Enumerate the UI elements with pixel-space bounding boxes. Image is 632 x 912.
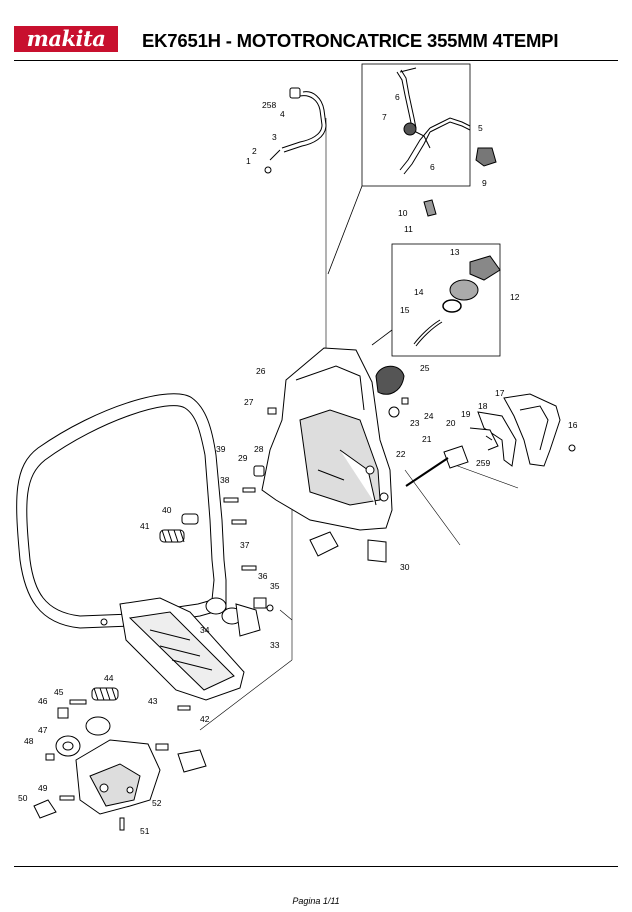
part-label-20: 20 (446, 418, 456, 428)
part-label-1: 1 (246, 156, 251, 166)
part-label-22: 22 (396, 449, 406, 459)
part-label-24: 24 (424, 411, 434, 421)
part-label-30: 30 (400, 562, 410, 572)
part-label-29: 29 (238, 453, 248, 463)
part-label-5: 5 (478, 123, 483, 133)
part-label-51: 51 (140, 826, 150, 836)
part-label-48: 48 (24, 736, 34, 746)
part-label-27: 27 (244, 397, 254, 407)
part-label-19: 19 (461, 409, 471, 419)
part-label-45: 45 (54, 687, 64, 697)
part-label-28: 28 (254, 444, 264, 454)
part-label-259: 259 (476, 458, 490, 468)
part-label-4: 4 (280, 109, 285, 119)
part-label-6a: 6 (395, 92, 400, 102)
part-label-23: 23 (410, 418, 420, 428)
part-label-38: 38 (220, 475, 230, 485)
part-label-47: 47 (38, 725, 48, 735)
part-label-3: 3 (272, 132, 277, 142)
part-label-46: 46 (38, 696, 48, 706)
makita-logo: makita (14, 26, 118, 52)
page-title: EK7651H - MOTOTRONCATRICE 355MM 4TEMPI (142, 30, 559, 51)
part-label-2: 2 (252, 146, 257, 156)
part-label-258: 258 (262, 100, 276, 110)
part-label-41: 41 (140, 521, 150, 531)
part-label-17: 17 (495, 388, 505, 398)
header-divider (14, 60, 618, 61)
part-label-11: 11 (404, 224, 413, 234)
callout-box-handle-set (361, 63, 471, 187)
part-label-34: 34 (200, 625, 210, 635)
part-label-39: 39 (216, 444, 226, 454)
part-labels: 258 4 3 2 1 6 7 5 6 9 10 11 13 14 12 15 … (18, 92, 578, 836)
part-label-13: 13 (450, 247, 460, 257)
page-number: Pagina 1/11 (292, 896, 340, 906)
part-label-16: 16 (568, 420, 578, 430)
part-label-37: 37 (240, 540, 250, 550)
part-label-49: 49 (38, 783, 48, 793)
callout-box-fuel-cap (391, 243, 501, 357)
part-label-12: 12 (510, 292, 520, 302)
part-label-9: 9 (482, 178, 487, 188)
part-label-33: 33 (270, 640, 280, 650)
part-label-42: 42 (200, 714, 210, 724)
part-label-7: 7 (382, 112, 387, 122)
part-label-21: 21 (422, 434, 432, 444)
part-label-26: 26 (256, 366, 266, 376)
part-label-35: 35 (270, 581, 280, 591)
part-label-36: 36 (258, 571, 268, 581)
makita-logo-text: makita (26, 26, 106, 51)
part-label-44: 44 (104, 673, 114, 683)
part-label-14: 14 (414, 287, 424, 297)
part-label-18: 18 (478, 401, 488, 411)
part-label-10: 10 (398, 208, 408, 218)
part-label-15: 15 (400, 305, 410, 315)
footer-divider (14, 866, 618, 867)
part-label-50: 50 (18, 793, 28, 803)
part-label-25: 25 (420, 363, 430, 373)
part-label-6b: 6 (430, 162, 435, 172)
part-label-43: 43 (148, 696, 158, 706)
part-label-40: 40 (162, 505, 172, 515)
part-label-52: 52 (152, 798, 162, 808)
